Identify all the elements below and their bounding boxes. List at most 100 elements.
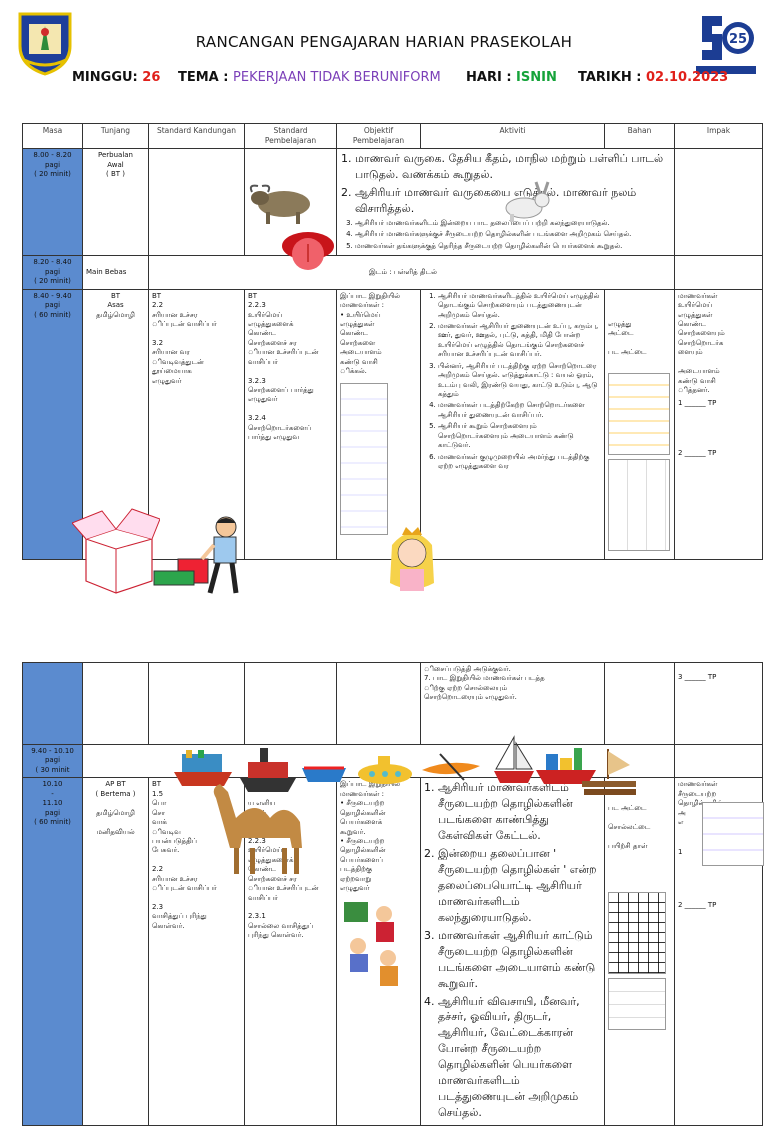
text-line: இப்பாட இறுதியில் [340, 291, 401, 300]
text-line: புரிந்து கொள்வர். [248, 931, 304, 940]
bahan-cell [604, 662, 675, 745]
tunjang-line: ( BT ) [106, 170, 125, 179]
text-line: BT [248, 291, 258, 300]
text-line [608, 339, 671, 348]
text-line: எழுத்துகள் [678, 310, 713, 319]
list-item: ஆசிரியர் விவசாயி, மீனவர், தச்சர், ஓவியர்… [438, 994, 601, 1122]
list-item: மாணவர் வருகை. தேசிய கீதம், மாநில மற்றும்… [355, 151, 671, 183]
col-header-objektif: Objektif Pembelajaran [336, 122, 421, 150]
masa-time: 8.40 - 9.40 [33, 291, 72, 300]
masa-time: 8.20 ‑ 8.40 [33, 258, 72, 267]
tema-label: TEMA : [178, 70, 229, 85]
masa-duration: ( 20 minit) [34, 170, 71, 179]
tunjang-cell: Perbualan Awal ( BT ) [82, 148, 149, 257]
text-line: வாசிப்பர் [248, 357, 278, 366]
text-line: 2.3.1 [248, 912, 266, 921]
sp-cell [244, 662, 337, 745]
list-item: ஆசிரியர் மாணவர்களிடம் சீருடையற்ற தொழில்க… [438, 780, 601, 844]
list-item: ஆசிரியர் மாணவர் வருகையை எடுத்தல். மாணவர்… [355, 185, 671, 217]
tp-line: 2 ______ TP [678, 448, 717, 457]
text-line: 3.2.4 [248, 414, 266, 423]
text-line: சொற்களைப் பார்த்து [248, 386, 314, 394]
sp-list: ய எளியளைப்ிப 2.2.3உயிர்மெய்எழுத்துகளைக்க… [248, 780, 333, 940]
ship-icon [172, 748, 234, 792]
text-line: ிவடிவத்துடன் [152, 357, 204, 366]
text-line [248, 367, 333, 376]
masa-period: pagi [44, 301, 61, 310]
text-line: பெயர்களைக் [340, 818, 383, 827]
impak-cell [674, 743, 763, 779]
text-line: அட்டை [608, 329, 634, 338]
masa-duration: ( 30 minit [35, 765, 70, 774]
tp-line: 1 [678, 847, 683, 856]
text-line: • உயிர்மெய் [340, 310, 381, 319]
tarikh-value: 02.10.2023 [645, 70, 729, 85]
text-line: மாணவர்கள் : [340, 789, 384, 798]
bahan-list: எழுத்துஅட்டை பட அட்டை [608, 320, 671, 358]
text-line: • சீருடையற்ற [340, 836, 385, 845]
sk-cell [148, 148, 245, 257]
masa-duration: ( 60 minit) [34, 310, 71, 319]
kayak-icon [420, 752, 482, 786]
minggu-field: MINGGU: 26 [72, 70, 160, 85]
list-item: மாணவர்கள் ஆசிரியர் துணையுடன் உப்பு, கரும… [438, 322, 601, 360]
worksheet-thumbnail [608, 977, 666, 1030]
text-line: சொற்றொடர்க [678, 338, 724, 347]
text-line: தொழில்களின் [340, 808, 386, 817]
text-line [152, 329, 241, 338]
text-line: BT [152, 780, 162, 789]
text-line: 3.2.3 [248, 376, 266, 385]
list-item: பின்னர், ஆசிரியர் படத்திற்கு ஏற்ற சொற்றொ… [438, 362, 601, 400]
tunjang-cell: Main Bebas [82, 255, 149, 290]
text-line: 2.3 [152, 903, 164, 911]
text-line: சரியான உச்சர [152, 874, 198, 883]
text-line: தொழில்களின் [340, 846, 386, 855]
tp-line: 2 ______ TP [678, 900, 717, 909]
text-line: ியான உச்சரிப்புடன் [248, 884, 319, 893]
list-item: ஆசிரியர் கூறும் சொற்களையும் சொற்றொடர்களை… [438, 422, 601, 450]
text-line: ிவடிவ [152, 827, 181, 836]
text-line: வாசிப்பர் [248, 893, 278, 902]
hari-label: HARI : [466, 70, 512, 85]
text-line: ிக்கல். [340, 367, 367, 376]
text-line: மாணவர்கள் : [340, 301, 384, 310]
box-icon [71, 505, 161, 599]
text-line: மனிதவியல் [96, 827, 135, 836]
text-line: எழுத்துகளைக் [248, 319, 294, 328]
bahan-list: பட அட்டை சொல்லட்டை பயிற்சி தாள் [608, 804, 671, 851]
tema-field: TEMA : PEKERJAAN TIDAK BERUNIFORM [178, 70, 441, 85]
text-line: கொண்ட [678, 319, 707, 328]
masa-duration: ( 20 minit) [34, 277, 71, 286]
text-line: எழுத்துகளைக் [248, 855, 294, 864]
page-title: RANCANGAN PENGAJARAN HARIAN PRASEKOLAH [195, 33, 573, 51]
text-line: பயன்படுத்திப் [152, 836, 197, 845]
text-line: சொல்லை வாசித்துப் [248, 921, 314, 930]
text-line: ய எளிய [248, 799, 276, 808]
tunjang-line: Asas [107, 301, 124, 310]
text-line: அடையாளம் [340, 348, 382, 357]
col-header-standard-pembelajaran: Standard Pembelajaran [244, 122, 337, 150]
text-line: - [51, 789, 54, 798]
text-line: அ [678, 808, 686, 817]
masa-period: pagi [44, 267, 61, 276]
text-line: பார்த்து எழுதுவ [248, 433, 300, 442]
text-line: சொற்றொடரையும் எழுதுவர். [424, 693, 517, 702]
text-line: 2.2.3 [248, 836, 266, 845]
aktiviti-cell: இடம் : பள்ளித் திடல் [148, 255, 675, 290]
list-item: மாணவர்கள் ஆசிரியர் காட்டும் சீருடையற்ற த… [438, 928, 601, 992]
impak-cell: 3 ______ TP [674, 662, 763, 745]
masa-cell: 9.40 ‑ 10.10 pagi ( 30 minit [22, 743, 83, 779]
text-line: ிப்புடன் வாசிப்பர் [152, 319, 217, 328]
text-line: pagi [44, 808, 61, 817]
text-line: ிசைப்படுத்தி அடுக்குவர். [424, 665, 511, 673]
text-line: தொழில்களின் [678, 799, 724, 808]
tunjang-line: Perbualan [98, 151, 133, 160]
text-line: பேசுவர். [152, 846, 180, 855]
kpm-25-logo: 25 [692, 8, 760, 78]
